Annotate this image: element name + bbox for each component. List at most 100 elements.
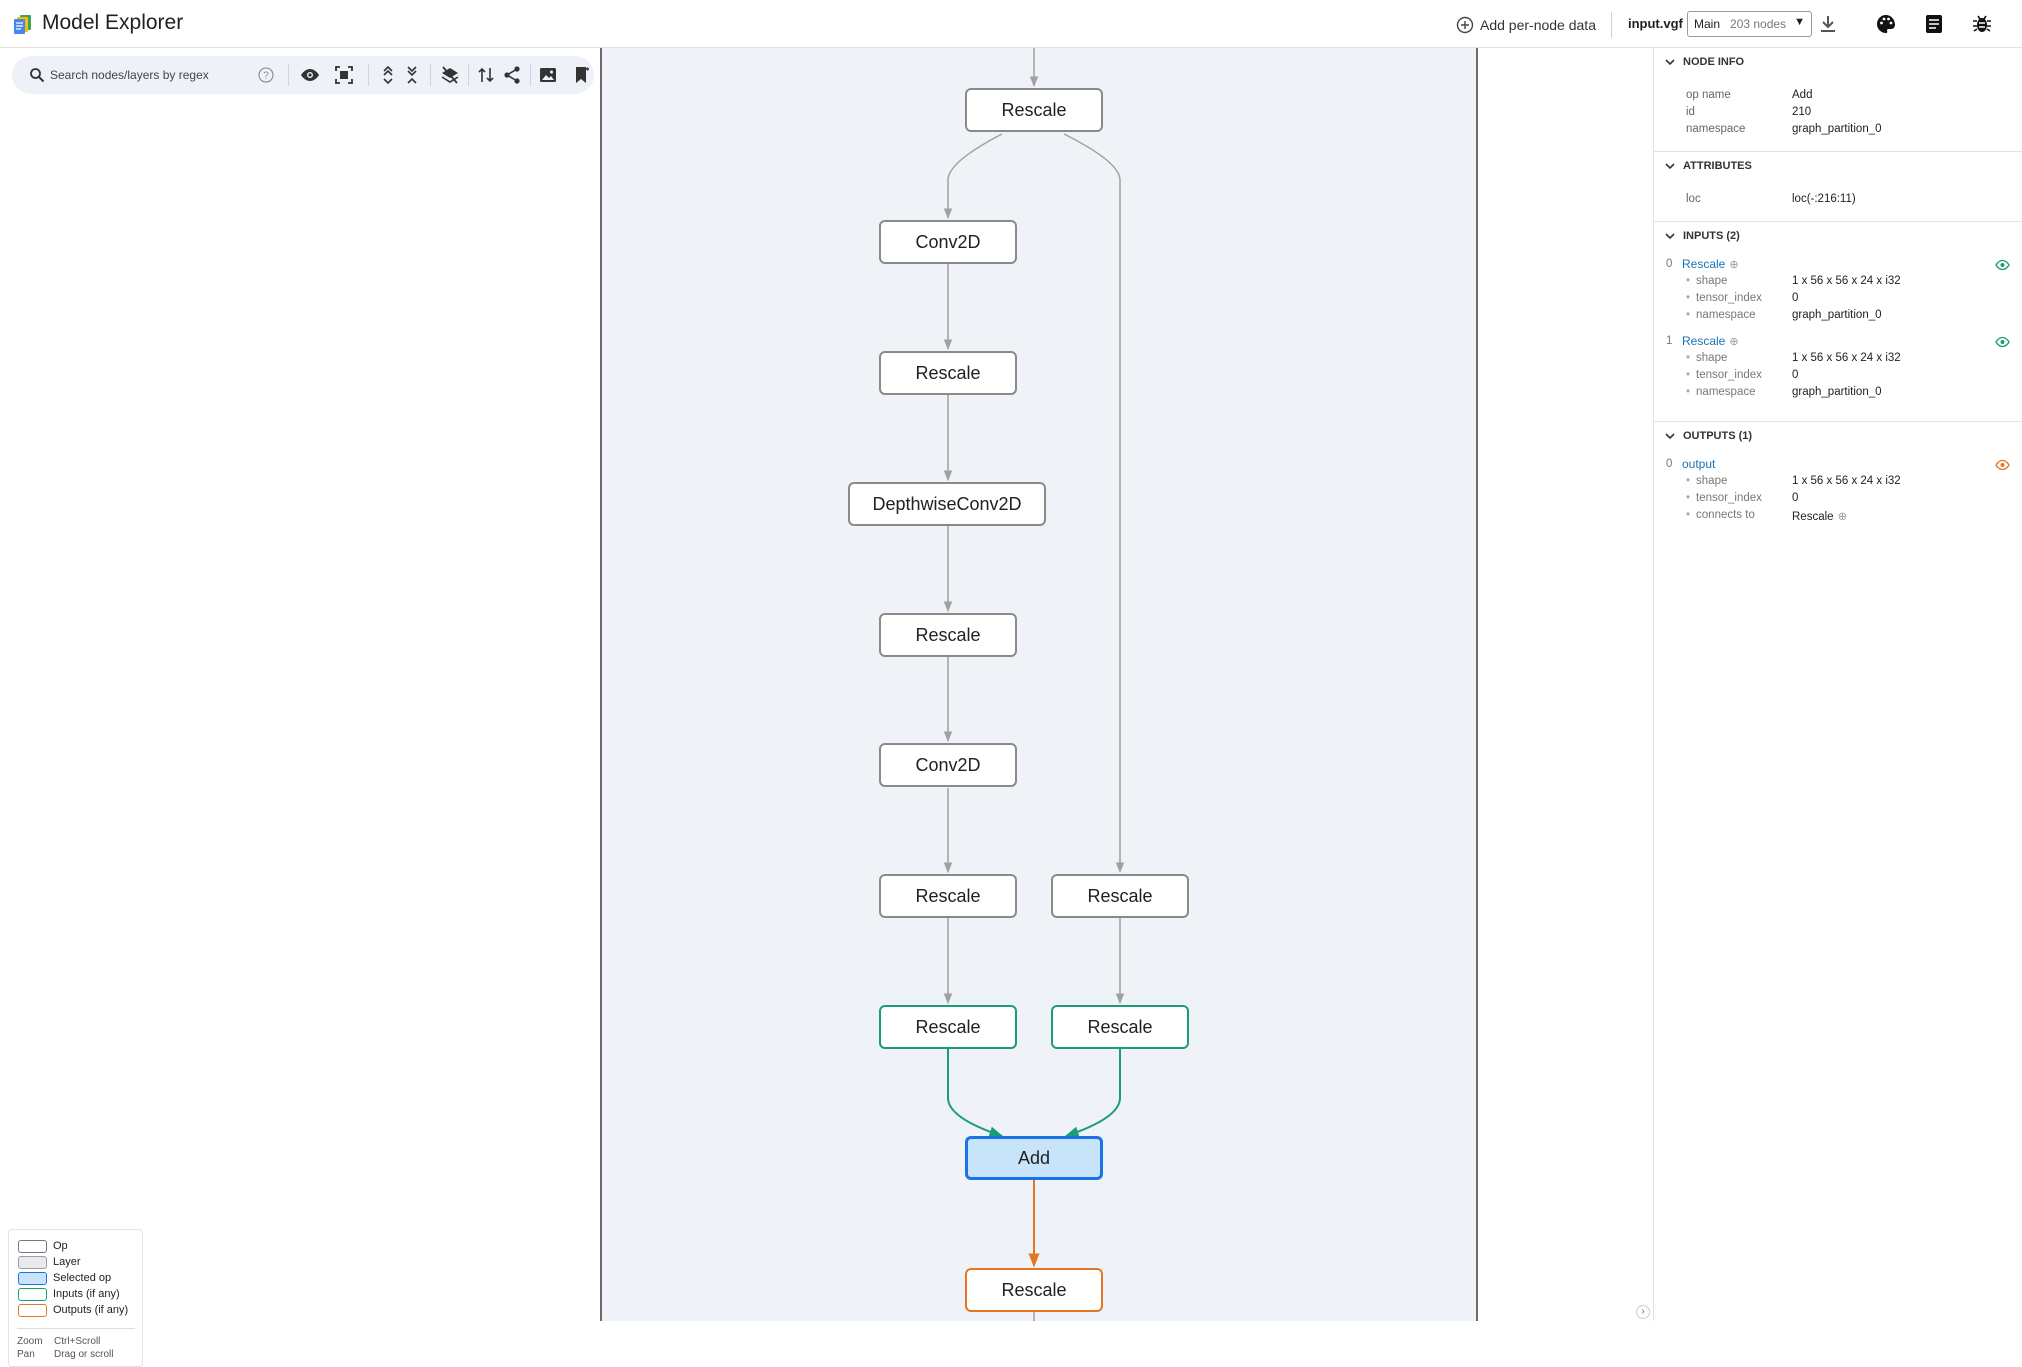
divider (17, 1328, 135, 1329)
input-value: 0 (1792, 369, 1799, 381)
graph-node-rescale[interactable]: Rescale (879, 613, 1017, 657)
locate-node-icon[interactable]: ⊕ (1837, 511, 1848, 523)
section-title: ATTRIBUTES (1683, 160, 1752, 172)
edge (1063, 133, 1125, 874)
attr-value: loc(-:216:11) (1792, 193, 1856, 205)
palette-icon[interactable] (1874, 12, 1898, 36)
graph-node-conv2d[interactable]: Conv2D (879, 220, 1017, 264)
graph-node-selected-add[interactable]: Add (965, 1136, 1103, 1180)
section-title: NODE INFO (1683, 56, 1745, 68)
legend-item-op: Op (18, 1239, 68, 1253)
search-icon (30, 68, 45, 83)
graph-node-rescale[interactable]: Rescale (965, 88, 1103, 132)
help-action: Zoom (17, 1336, 43, 1347)
input-link[interactable]: Rescale⊕ (1682, 334, 1739, 348)
legend-item-selected-op: Selected op (18, 1271, 111, 1285)
chevron-down-icon (1665, 433, 1675, 440)
output-key: tensor_index (1686, 492, 1762, 504)
graph-select[interactable]: Main 203 nodes ▼ (1687, 11, 1812, 37)
add-per-node-data-label: Add per-node data (1480, 17, 1596, 33)
locate-node-icon[interactable]: ⊕ (1729, 336, 1739, 348)
input-key: shape (1686, 275, 1727, 287)
divider (288, 64, 289, 86)
output-value: 0 (1792, 492, 1799, 504)
top-bar: Model Explorer Add per-node data input.v… (0, 0, 2022, 48)
graph-node-output-rescale[interactable]: Rescale (965, 1268, 1103, 1312)
info-value: graph_partition_0 (1792, 123, 1882, 135)
download-image-icon[interactable] (538, 65, 558, 85)
graph-node-conv2d[interactable]: Conv2D (879, 743, 1017, 787)
output-key: connects to (1686, 509, 1755, 521)
eye-icon[interactable] (1995, 259, 2010, 271)
graph-edges (943, 48, 1125, 1321)
connects-to-value[interactable]: Rescale (1792, 511, 1834, 523)
dropdown-caret-icon: ▼ (1794, 16, 1805, 28)
locate-node-icon[interactable]: ⊕ (1729, 259, 1739, 271)
input-edge (1064, 1049, 1121, 1138)
info-panel: NODE INFO op name Add id 210 namespace g… (1653, 48, 2022, 1321)
input-link[interactable]: Rescale⊕ (1682, 257, 1739, 271)
graph-node-input-rescale[interactable]: Rescale (1051, 1005, 1189, 1049)
graph-node-rescale[interactable]: Rescale (1051, 874, 1189, 918)
graph-node-rescale[interactable]: Rescale (879, 874, 1017, 918)
bug-icon[interactable] (1970, 12, 1994, 36)
app-title: Model Explorer (42, 11, 184, 34)
input-value: graph_partition_0 (1792, 309, 1882, 321)
share-icon[interactable] (502, 65, 522, 85)
outputs-header[interactable]: OUTPUTS (1) (1664, 430, 1752, 442)
flip-layout-icon[interactable] (476, 65, 496, 85)
output-link[interactable]: output (1682, 457, 1715, 471)
node-info-header[interactable]: NODE INFO (1664, 56, 1744, 68)
input-key: tensor_index (1686, 369, 1762, 381)
info-key: id (1686, 106, 1695, 118)
inputs-header[interactable]: INPUTS (2) (1664, 230, 1740, 242)
collapse-panel-chevron-icon[interactable]: › (1636, 1305, 1650, 1319)
help-action: Pan (17, 1349, 35, 1360)
graph-canvas[interactable]: Rescale Conv2D Rescale DepthwiseConv2D R… (600, 48, 1478, 1321)
hide-layers-icon[interactable] (440, 65, 460, 85)
info-value: 210 (1792, 106, 1812, 118)
download-icon[interactable] (1816, 12, 1840, 36)
node-info-section: NODE INFO op name Add id 210 namespace g… (1654, 48, 2022, 152)
input-name: Rescale (1682, 334, 1726, 348)
section-title: OUTPUTS (1) (1683, 430, 1753, 442)
attributes-header[interactable]: ATTRIBUTES (1664, 160, 1752, 172)
chevron-down-icon (1665, 233, 1675, 240)
input-value: 1 x 56 x 56 x 24 x i32 (1792, 275, 1901, 287)
input-index: 0 (1666, 258, 1673, 270)
legend-swatch (18, 1287, 47, 1301)
add-per-node-data-button[interactable]: Add per-node data (1456, 14, 1596, 36)
graph-node-rescale[interactable]: Rescale (879, 351, 1017, 395)
output-name: output (1682, 457, 1716, 471)
legend: Op Layer Selected op Inputs (if any) Out… (8, 1229, 143, 1367)
expand-layers-icon[interactable] (378, 65, 398, 85)
inputs-section: INPUTS (2) 0 Rescale⊕ shape 1 x 56 x 56 … (1654, 222, 2022, 422)
eye-icon[interactable] (1995, 459, 2010, 471)
legend-label: Outputs (if any) (53, 1304, 129, 1316)
help-icon[interactable]: ? (258, 67, 274, 83)
info-key: op name (1686, 89, 1731, 101)
visibility-icon[interactable] (300, 65, 320, 85)
input-key: tensor_index (1686, 292, 1762, 304)
divider (430, 64, 431, 86)
attr-key: loc (1686, 193, 1701, 205)
legend-label: Layer (53, 1256, 81, 1268)
graph-node-depthwiseconv2d[interactable]: DepthwiseConv2D (848, 482, 1046, 526)
legend-label: Inputs (if any) (53, 1288, 120, 1300)
attributes-section: ATTRIBUTES loc loc(-:216:11) (1654, 152, 2022, 222)
input-index: 1 (1666, 335, 1673, 347)
legend-item-outputs: Outputs (if any) (18, 1303, 128, 1317)
output-value: Rescale⊕ (1792, 509, 1847, 523)
eye-icon[interactable] (1995, 336, 2010, 348)
file-name: input.vgf (1628, 16, 1683, 31)
graph-node-input-rescale[interactable]: Rescale (879, 1005, 1017, 1049)
notes-icon[interactable] (1922, 12, 1946, 36)
legend-item-inputs: Inputs (if any) (18, 1287, 120, 1301)
bookmark-icon[interactable] (572, 65, 592, 85)
collapse-layers-icon[interactable] (402, 65, 422, 85)
node-count: 203 nodes (1730, 17, 1787, 31)
search-input[interactable] (50, 64, 262, 86)
legend-label: Op (53, 1240, 68, 1252)
fit-screen-icon[interactable] (334, 65, 354, 85)
svg-text:?: ? (263, 71, 269, 82)
